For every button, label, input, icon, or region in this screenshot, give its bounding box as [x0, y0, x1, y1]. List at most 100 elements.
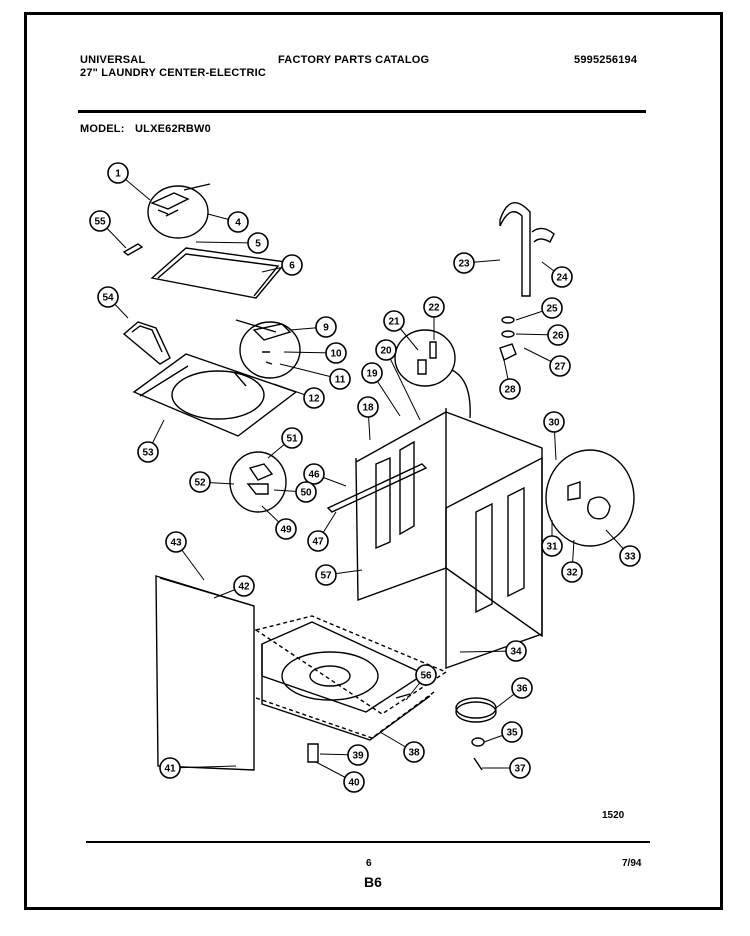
callout-11: 11: [279, 363, 351, 390]
callout-label-39: 39: [352, 751, 364, 762]
callout-label-55: 55: [94, 217, 106, 228]
callout-9: 9: [289, 316, 337, 338]
callout-circle-18: [357, 396, 379, 418]
catalog-number: 5995256194: [574, 54, 638, 66]
callout-51: 51: [267, 427, 303, 459]
lid-panel: [150, 247, 288, 299]
callout-label-12: 12: [308, 394, 320, 405]
drain-hose: [499, 202, 531, 297]
callout-circle-56: [415, 664, 437, 686]
callout-30: 30: [543, 411, 565, 461]
callout-label-32: 32: [566, 568, 578, 579]
callout-label-23: 23: [458, 259, 470, 270]
callout-circle-31: [541, 535, 563, 557]
callout-39: 39: [319, 744, 369, 766]
callout-circle-10: [325, 342, 347, 364]
callout-27: 27: [523, 347, 571, 377]
callout-circle-9: [315, 316, 337, 338]
latch-detail-circle: [229, 451, 287, 513]
callout-5: 5: [195, 232, 269, 254]
callout-circle-46: [303, 463, 325, 485]
callout-31: 31: [541, 520, 563, 557]
callout-circle-24: [551, 266, 573, 288]
callout-label-42: 42: [238, 582, 250, 593]
callout-46: 46: [303, 463, 347, 487]
callout-19: 19: [361, 362, 401, 417]
callout-circle-50: [295, 481, 317, 503]
callout-circle-51: [281, 427, 303, 449]
callout-33: 33: [605, 529, 641, 567]
callout-53: 53: [137, 419, 165, 463]
callout-49: 49: [261, 505, 297, 540]
callout-55: 55: [89, 210, 127, 249]
callout-label-49: 49: [280, 525, 292, 536]
callout-circle-11: [329, 368, 351, 390]
callout-label-31: 31: [546, 542, 558, 553]
callout-40: 40: [315, 761, 365, 793]
callout-label-36: 36: [516, 684, 528, 695]
model-label: MODEL:: [80, 123, 125, 135]
callout-label-47: 47: [312, 537, 324, 548]
callout-label-26: 26: [552, 331, 564, 342]
cabinet-right-panel: [445, 456, 543, 669]
callout-label-50: 50: [300, 488, 312, 499]
callout-circle-26: [547, 324, 569, 346]
callout-circle-39: [347, 744, 369, 766]
callout-label-40: 40: [348, 778, 360, 789]
callout-circle-30: [543, 411, 565, 433]
callout-label-53: 53: [142, 448, 154, 459]
callout-label-57: 57: [320, 571, 332, 582]
product-line: 27" LAUNDRY CENTER-ELECTRIC: [80, 67, 267, 79]
callout-42: 42: [213, 575, 255, 599]
callout-circle-40: [343, 771, 365, 793]
callout-label-22: 22: [428, 303, 440, 314]
callout-circle-35: [501, 721, 523, 743]
callout-43: 43: [165, 531, 205, 581]
callout-50: 50: [273, 481, 317, 503]
leader-line-20: [385, 349, 421, 421]
callout-label-35: 35: [506, 728, 518, 739]
callout-4: 4: [207, 211, 249, 233]
callout-47: 47: [307, 511, 337, 552]
callout-label-6: 6: [289, 261, 295, 272]
callout-10: 10: [283, 342, 347, 364]
callout-label-37: 37: [514, 764, 526, 775]
callout-circle-55: [89, 210, 111, 232]
callout-circle-20: [375, 339, 397, 361]
callout-circle-27: [549, 355, 571, 377]
callout-25: 25: [515, 297, 563, 321]
catalog-title: FACTORY PARTS CATALOG: [278, 54, 430, 66]
callout-28: 28: [499, 359, 521, 400]
callout-21: 21: [383, 310, 419, 351]
callout-label-21: 21: [388, 317, 400, 328]
belt-ring: [455, 701, 497, 723]
callout-circle-43: [165, 531, 187, 553]
callout-41: 41: [159, 757, 237, 779]
callout-label-34: 34: [510, 647, 522, 658]
callout-circle-52: [189, 471, 211, 493]
callout-circle-32: [561, 561, 583, 583]
callout-circle-28: [499, 378, 521, 400]
callout-24: 24: [541, 261, 573, 288]
callout-circle-4: [227, 211, 249, 233]
callout-circle-19: [361, 362, 383, 384]
callout-circle-47: [307, 530, 329, 552]
callout-circle-23: [453, 252, 475, 274]
callout-34: 34: [459, 640, 527, 662]
callout-circle-34: [505, 640, 527, 662]
callout-23: 23: [453, 252, 501, 274]
callout-circle-21: [383, 310, 405, 332]
callout-circle-49: [275, 518, 297, 540]
callout-38: 38: [379, 731, 425, 763]
hinge-detail-circle: [239, 321, 301, 379]
callout-22: 22: [423, 296, 445, 340]
callout-label-52: 52: [194, 478, 206, 489]
callout-circle-5: [247, 232, 269, 254]
callout-label-5: 5: [255, 239, 261, 250]
callout-circle-57: [315, 564, 337, 586]
section-code: B6: [364, 874, 382, 890]
timer-detail-circle: [394, 329, 456, 387]
callout-1: 1: [107, 162, 151, 201]
callout-52: 52: [189, 471, 235, 493]
